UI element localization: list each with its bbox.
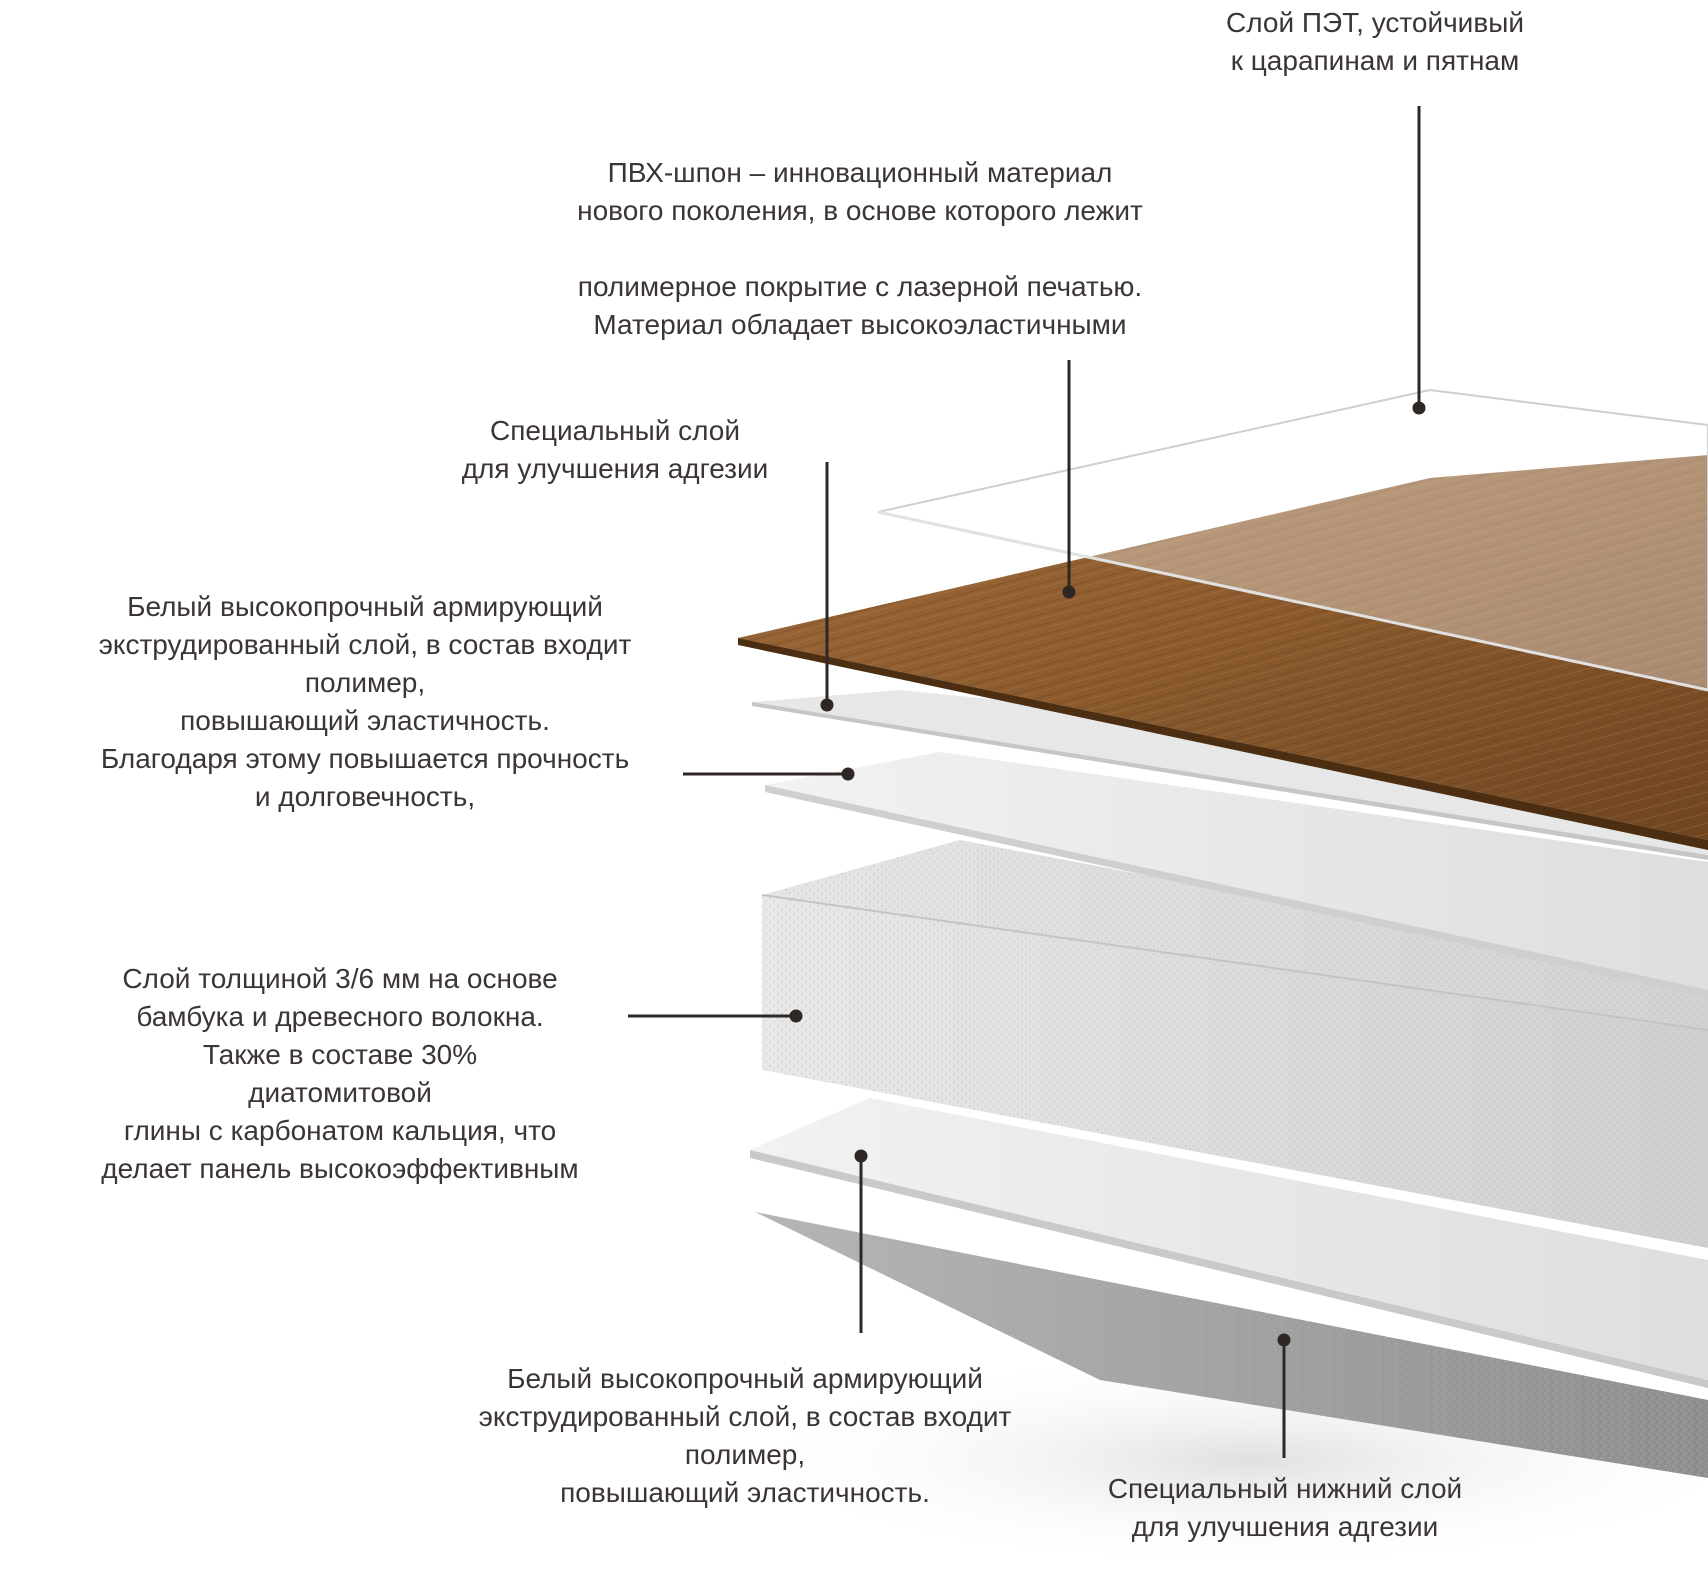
leader-dot-pet — [1412, 401, 1426, 415]
label-pet-layer: Слой ПЭТ, устойчивый к царапинам и пятна… — [1140, 4, 1610, 80]
pvc-veneer-shape — [738, 455, 1708, 850]
label-line: диатомитовой — [248, 1077, 432, 1108]
leaders — [628, 106, 1426, 1458]
label-line: Слой ПЭТ, устойчивый — [1226, 7, 1524, 38]
label-line: Материал обладает высокоэластичными — [593, 309, 1127, 340]
label-line: повышающий эластичность. — [560, 1477, 930, 1508]
label-bottom-adhesion-layer: Специальный нижний слой для улучшения ад… — [1070, 1470, 1500, 1546]
label-line: Специальный нижний слой — [1107, 1473, 1463, 1504]
label-line: экструдированный слой, в состав входит — [478, 1401, 1012, 1432]
label-line: Также в составе 30% — [202, 1039, 478, 1070]
label-line: ПВХ-шпон – инновационный материал — [607, 157, 1113, 188]
leader-dot-adhesion — [820, 698, 834, 712]
label-line: Слой толщиной 3/6 мм на основе — [122, 963, 558, 994]
white-layer-bottom-shape — [750, 1098, 1708, 1388]
label-white-layer-top: Белый высокопрочный армирующий экструдир… — [60, 588, 670, 816]
label-line: экструдированный слой, в состав входит — [98, 629, 632, 660]
label-line: Специальный слой — [489, 415, 740, 446]
core-board-shape — [761, 840, 1708, 1248]
label-pvc-veneer: ПВХ-шпон – инновационный материал нового… — [530, 154, 1190, 344]
label-line: глины с карбонатом кальция, что — [123, 1115, 557, 1146]
label-line: полимерное покрытие с лазерной печатью. — [577, 271, 1143, 302]
label-line: полимер, — [684, 1439, 806, 1470]
label-white-layer-bottom: Белый высокопрочный армирующий экструдир… — [440, 1360, 1050, 1512]
white-layer-top-shape — [765, 752, 1708, 998]
leader-dot-white-top — [841, 767, 855, 781]
label-line: Белый высокопрочный армирующий — [127, 591, 603, 622]
label-line: полимер, — [304, 667, 426, 698]
leader-dot-pvc — [1062, 585, 1076, 599]
pet-layer-shape — [877, 388, 1708, 692]
label-line: Белый высокопрочный армирующий — [507, 1363, 983, 1394]
label-line: бамбука и древесного волокна. — [136, 1001, 544, 1032]
label-line: и долговечность, — [254, 781, 476, 812]
leader-dot-core — [789, 1009, 803, 1023]
adhesion-layer-shape — [752, 690, 1708, 860]
label-line: для улучшения адгезии — [1131, 1511, 1439, 1542]
label-line: Благодаря этому повышается прочность — [100, 743, 630, 774]
bottom-adhesion-layer-shape — [755, 1212, 1708, 1478]
leader-dot-white-bottom — [854, 1149, 868, 1163]
label-core-layer: Слой толщиной 3/6 мм на основе бамбука и… — [60, 960, 620, 1188]
label-line: повышающий эластичность. — [180, 705, 550, 736]
label-adhesion-layer: Специальный слой для улучшения адгезии — [420, 412, 810, 488]
leader-dot-bottom-adhesion — [1277, 1333, 1291, 1347]
label-line: делает панель высокоэффективным — [101, 1153, 579, 1184]
label-line: к царапинам и пятнам — [1230, 45, 1520, 76]
label-line: для улучшения адгезии — [461, 453, 769, 484]
label-line: нового поколения, в основе которого лежи… — [577, 195, 1143, 226]
